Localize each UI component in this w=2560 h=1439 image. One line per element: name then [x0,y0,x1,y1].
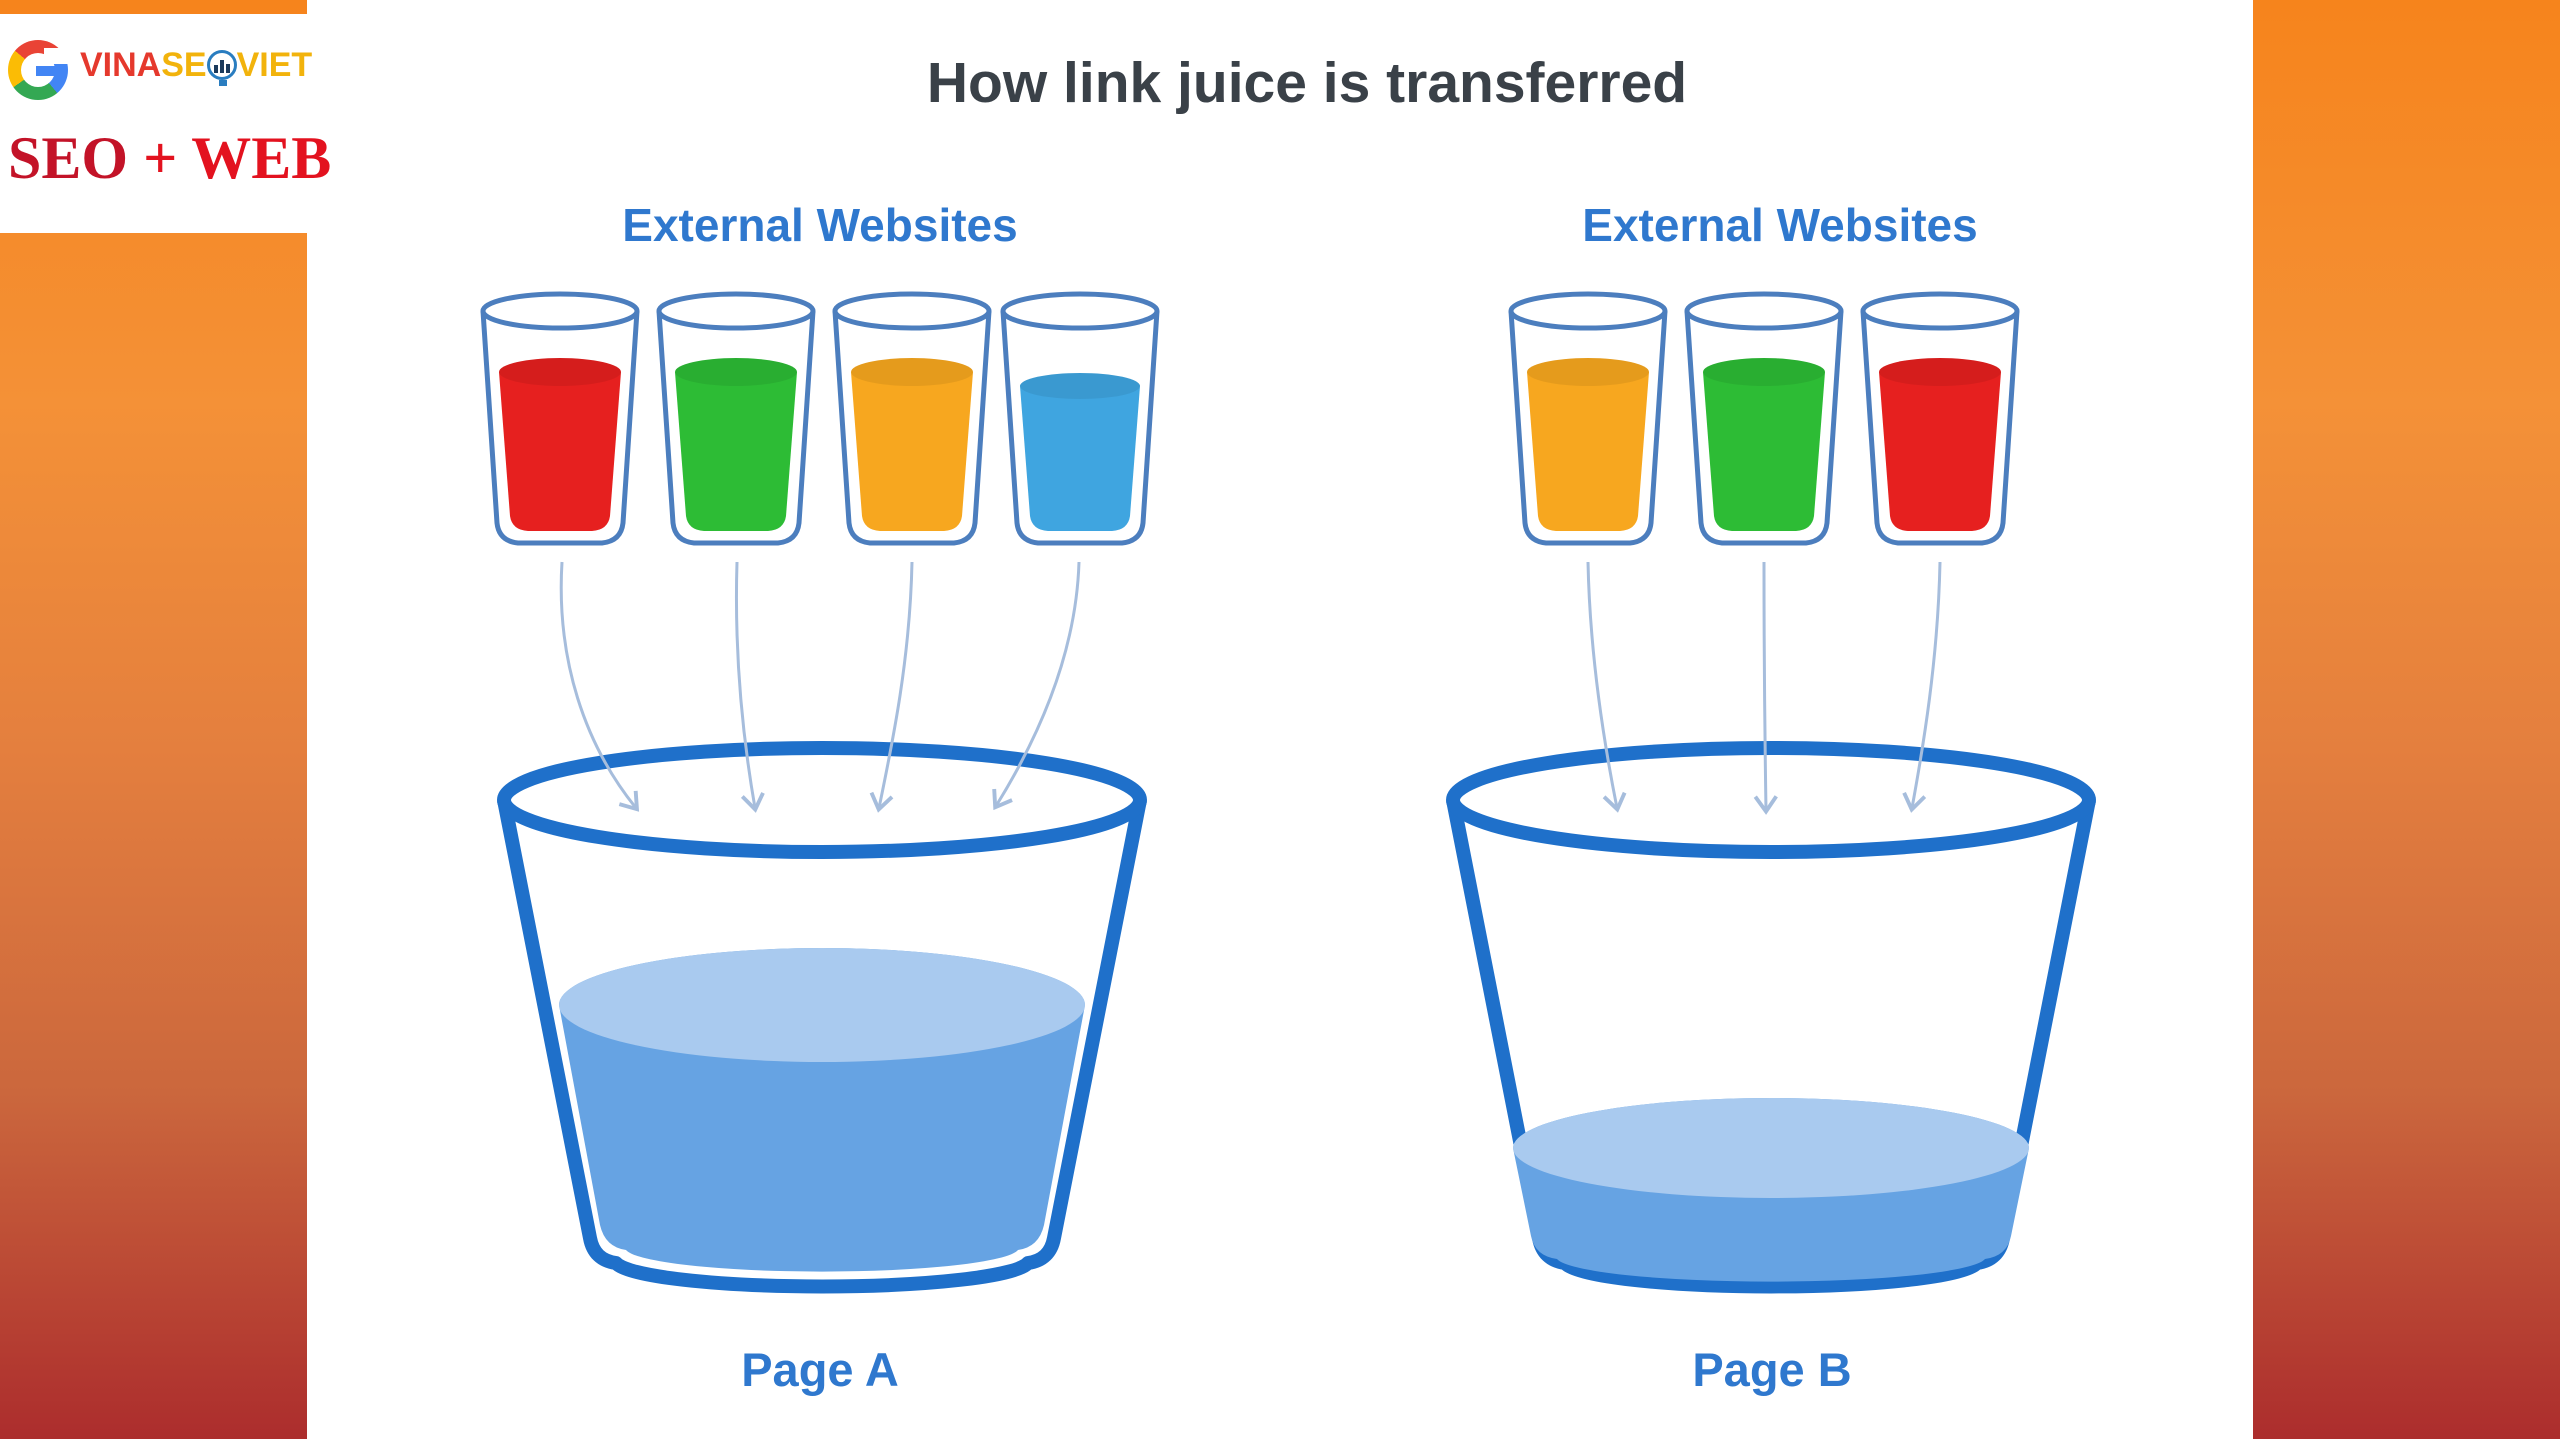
link-flow-arrows-left [559,561,1081,813]
brand-viet: VIET [236,46,313,84]
external-websites-label-right: External Websites [1582,199,1978,251]
tagline-web: WEB [191,125,332,191]
link-juice-level-low [1513,1098,2029,1282]
juice-cup-red [1860,291,2020,546]
brand-tagline: SEO + WEB [8,124,331,193]
juice-cup-green [656,291,816,546]
juice-cup-red [480,291,640,546]
external-websites-label-left: External Websites [622,199,1018,251]
flow-arrow [869,561,914,813]
tagline-seo: SEO [8,125,129,191]
link-flow-arrows-right [1586,561,1942,815]
page-title: How link juice is transferred [926,51,1688,115]
flow-arrow [992,561,1081,811]
vinaseoviet-logo: VINASE VIET SEO + WEB [0,14,331,233]
page-b-label: Page B [1692,1343,1852,1396]
juice-cup-orange [1508,291,1668,546]
brand-vina: VINA [80,46,162,84]
bucket-page-a [497,741,1147,1294]
bucket-page-b [1446,741,2096,1294]
g-bar [36,66,66,76]
flow-arrow [559,561,640,812]
juice-cup-orange [832,291,992,546]
link-juice-level-high [559,948,1085,1272]
google-g-icon [8,40,68,100]
flow-arrow [734,561,765,813]
brand-name: VINASE VIET [80,46,313,86]
brand-se: SE [161,46,207,84]
flow-arrow [1753,561,1778,815]
right-gradient-band [2253,0,2560,1439]
flow-arrow [1902,561,1942,813]
left-gradient-band [0,0,307,1439]
juice-cup-green [1684,291,1844,546]
juice-cup-blue [1000,291,1160,546]
page-a-label: Page A [741,1343,899,1396]
flow-arrow [1586,561,1627,813]
tagline-plus: + [143,125,178,191]
seo-globe-icon [206,50,237,86]
